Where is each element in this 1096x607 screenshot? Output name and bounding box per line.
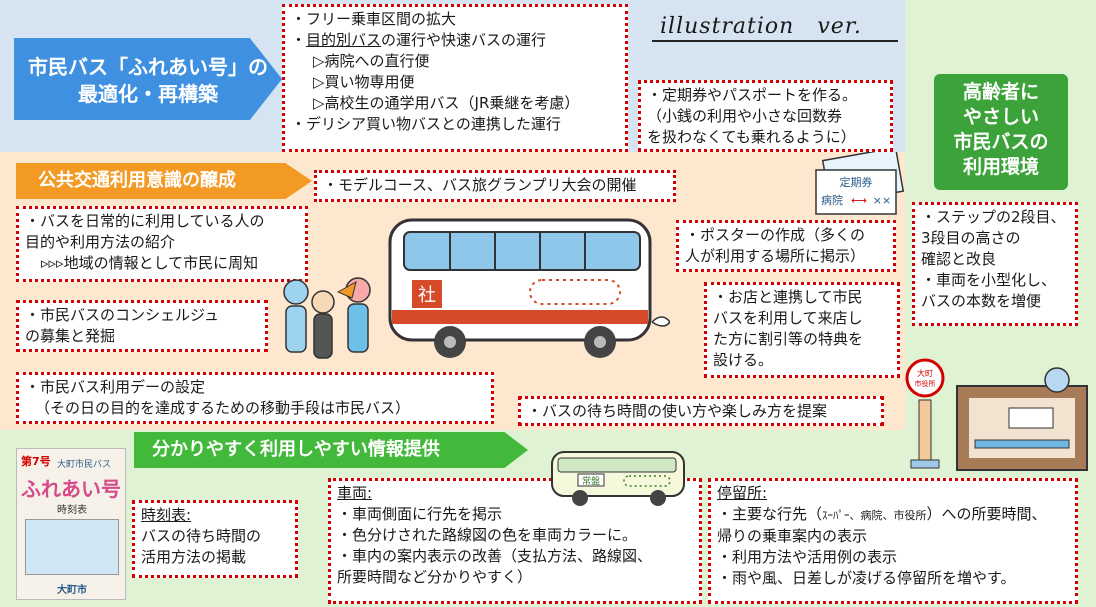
shop-discount-box: ・お店と連携して市民 バスを利用して来店し た方に割引等の特典を 設ける。 [704,282,900,378]
svg-text:病院: 病院 [821,193,843,207]
daily-usage-box: ・バスを日常的に利用している人の 目的や利用方法の紹介 ▹▹▹地域の情報として市… [16,206,308,282]
mascot [1044,367,1070,393]
vehicle-box: 車両: ・車両側面に行先を掲示 ・色分けされた路線図の色を車両カラーに。 ・車内… [328,478,702,604]
elder-measures-box: ・ステップの2段目、 3段目の高さの 確認と改良 ・車両を小型化し、 バスの本数… [912,202,1078,326]
people-illustration [283,277,371,359]
route-map [529,279,621,305]
flag-icon [336,281,357,299]
title-awareness: 公共交通利用意識の醸成 [16,163,312,199]
svg-text:市役所: 市役所 [915,379,936,388]
timetable-board [1008,407,1054,429]
pass-card [815,169,897,215]
optimize-measures-box: ・フリー乗車区間の拡大 ・目的別バスの運行や快速バスの運行 ▷病院への直行便 ▷… [282,4,628,152]
svg-text:定期券: 定期券 [840,175,873,189]
bus-windows [403,231,641,271]
pass-card-illustration: 定期券 病院 ⟷ ×× [815,152,904,215]
bus-logo-text: 社 [418,285,436,306]
svg-text:常盤: 常盤 [582,475,600,487]
svg-text:大町: 大町 [917,368,933,378]
exhaust-puff [651,316,670,327]
timetable-cover-illustration: 第7号 大町市民バス ふれあい号 時刻表 大町市 [16,448,126,600]
small-bus-illustration: 常盤 [551,451,685,506]
timetable-box: 時刻表: バスの待ち時間の 活用方法の掲載 [132,500,298,578]
svg-text:××: ×× [873,194,891,207]
cover-issue: 第7号 [21,455,51,468]
bus-stripe [392,310,648,324]
bus-stop-illustration: 大町 市役所 [905,358,1088,471]
poster-box: ・ポスターの作成（多くの 人が利用する場所に掲示） [676,220,896,272]
pass-box: ・定期券やパスポートを作る。 （小銭の利用や小さな回数券 を扱わなくても乗れるよ… [638,80,893,152]
person-head [283,279,309,305]
cover-picture [25,519,119,575]
bus-day-box: ・市民バス利用デーの設定 （その日の目的を達成するための移動手段は市民バス） [16,372,494,424]
title-elder-friendly: 高齢者に やさしい 市民バスの 利用環境 [934,74,1068,190]
title-optimize: 市民バス「ふれあい号」の 最適化・再構築 [14,38,282,120]
bus-illustration: 社 [388,218,670,358]
person-head [311,290,335,314]
bus-stop-box: 停留所: ・主要な行先（ｽｰﾊﾟｰ、病院、市役所）への所要時間、 帰りの乗車案内… [708,478,1078,604]
model-course-box: ・モデルコース、バス旅グランプリ大会の開催 [314,170,676,202]
waiting-time-box: ・バスの待ち時間の使い方や楽しみ方を提案 [518,396,884,426]
concierge-box: ・市民バスのコンシェルジュ の募集と発掘 [16,300,268,352]
title-info: 分かりやすく利用しやすい情報提供 [134,432,528,468]
illustration-version-label: illustration ver. [660,14,862,39]
cover-city: 大町市 [57,585,87,596]
bus-logo-box [412,280,442,308]
svg-text:⟷: ⟷ [851,194,867,207]
cover-title: ふれあい号 [21,477,121,501]
cover-subtitle: 大町市民バス [57,460,112,470]
stop-sign [905,358,945,398]
label-underline [652,40,898,42]
bench [974,439,1070,449]
cover-timetable: 時刻表 [57,505,87,516]
